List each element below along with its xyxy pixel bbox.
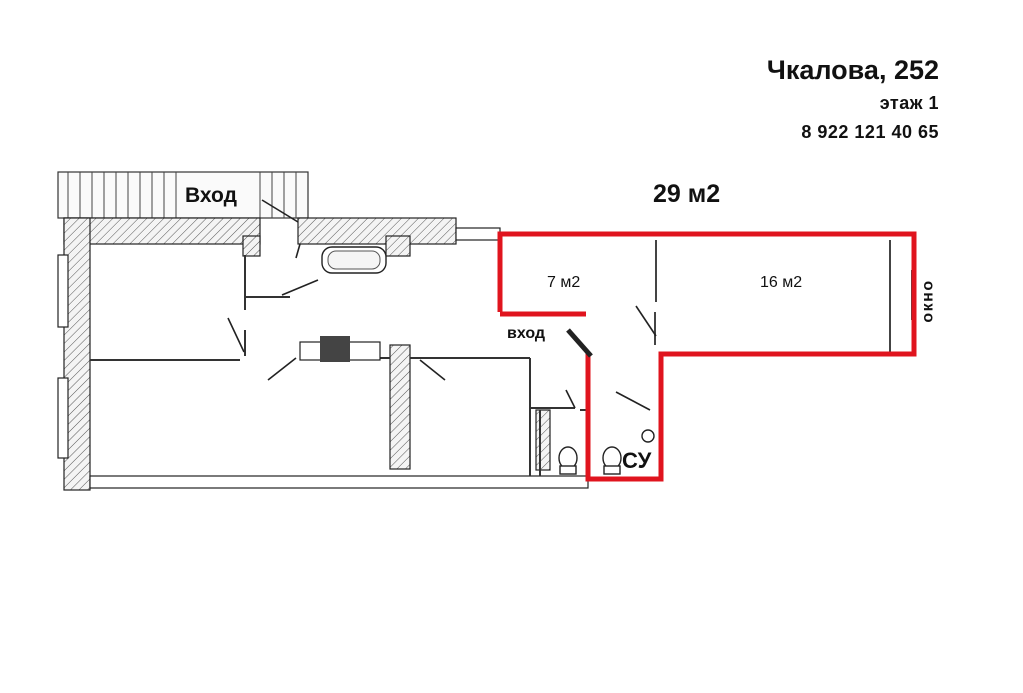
room-large-area: 16 м2: [760, 274, 803, 291]
total-area-label: 29 м2: [653, 180, 721, 208]
interior-partitions: [90, 255, 588, 476]
unit-walls: [654, 240, 913, 352]
phone-number[interactable]: 8 922 121 40 65: [801, 122, 939, 142]
door-swings: [227, 199, 651, 411]
toilets: [558, 429, 655, 475]
highlighted-unit-outline: [497, 231, 917, 482]
main-entrance-label: Вход: [185, 184, 237, 207]
floor-label: этаж 1: [879, 93, 939, 113]
window-label: окно: [919, 279, 937, 323]
porch-stairs: [57, 171, 309, 219]
bathroom-label: СУ: [622, 448, 652, 473]
bathtub: [321, 246, 387, 274]
unit-entrance-door: [566, 328, 593, 358]
radiator: [299, 336, 381, 362]
room-small-area: 7 м2: [547, 274, 581, 291]
unit-entrance-swing: [635, 305, 657, 337]
address-title: Чкалова, 252: [766, 55, 939, 85]
left-windows: [57, 254, 69, 459]
unit-entrance-label: вход: [507, 325, 546, 342]
